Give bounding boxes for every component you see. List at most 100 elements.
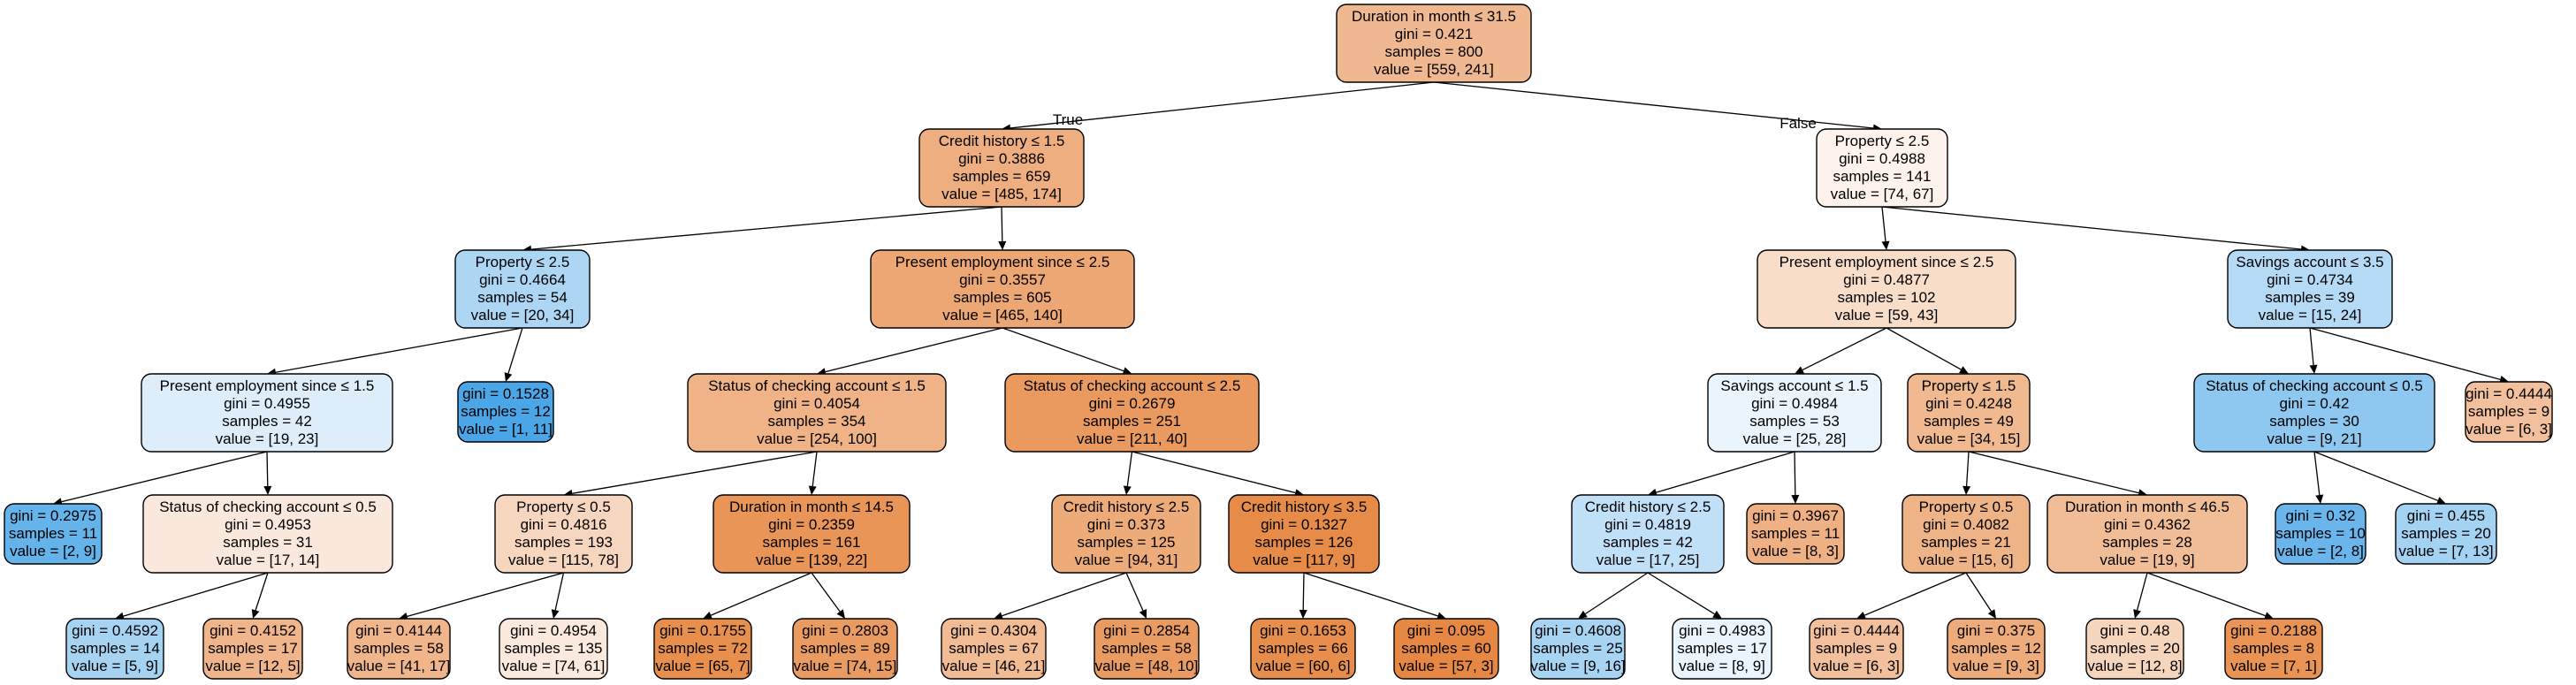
node-text-line: value = [60, 6] bbox=[1255, 658, 1350, 674]
edge-label-false: False bbox=[1780, 115, 1817, 132]
node-text-line: value = [254, 100] bbox=[757, 430, 877, 447]
node-text-line: gini = 0.4954 bbox=[510, 622, 597, 639]
edge-label-true: True bbox=[1053, 111, 1083, 128]
tree-edge bbox=[1881, 206, 2310, 254]
node-text-line: value = [34, 15] bbox=[1917, 430, 2021, 447]
node-text-line: value = [117, 9] bbox=[1253, 552, 1354, 568]
node-text-line: gini = 0.375 bbox=[1957, 622, 2035, 639]
node-text-line: samples = 31 bbox=[223, 534, 313, 551]
node-text-line: samples = 89 bbox=[800, 640, 890, 657]
node-text-line: value = [9, 16] bbox=[1530, 658, 1625, 674]
node-text-line: value = [559, 241] bbox=[1374, 61, 1494, 78]
tree-edge bbox=[1965, 572, 1996, 619]
node-text-line: gini = 0.4984 bbox=[1751, 395, 1838, 412]
node-text-line: gini = 0.48 bbox=[2100, 622, 2170, 639]
node-text-line: samples = 17 bbox=[208, 640, 298, 657]
node-text-line: gini = 0.4054 bbox=[774, 395, 860, 412]
node-text-line: gini = 0.4444 bbox=[2465, 385, 2552, 402]
node-text-line: samples = 58 bbox=[1101, 640, 1192, 657]
node-text-line: value = [2, 8] bbox=[2277, 543, 2364, 559]
node-text-line: Duration in month ≤ 14.5 bbox=[729, 499, 894, 515]
node-text-line: gini = 0.4816 bbox=[521, 516, 607, 533]
node-text-line: samples = 10 bbox=[2275, 525, 2366, 542]
node-text-line: samples = 135 bbox=[504, 640, 602, 657]
node-text-line: samples = 9 bbox=[2468, 403, 2549, 420]
node-text-line: samples = 800 bbox=[1384, 43, 1482, 60]
node-text-line: Property ≤ 2.5 bbox=[476, 254, 570, 270]
node-text-line: gini = 0.2975 bbox=[10, 507, 96, 524]
node-text-line: gini = 0.1528 bbox=[462, 385, 549, 402]
node-text-line: value = [15, 6] bbox=[1918, 552, 2013, 568]
node-text-line: gini = 0.4248 bbox=[1925, 395, 2012, 412]
node-text-line: samples = 14 bbox=[70, 640, 160, 657]
tree-edge bbox=[504, 327, 523, 382]
node-text-line: value = [1, 11] bbox=[459, 421, 553, 438]
node-text-line: Status of checking account ≤ 1.5 bbox=[708, 377, 926, 394]
node-text-line: value = [8, 3] bbox=[1752, 543, 1839, 559]
node-text-line: samples = 20 bbox=[2401, 525, 2491, 542]
node-text-line: samples = 66 bbox=[1258, 640, 1348, 657]
node-text-line: gini = 0.4819 bbox=[1604, 516, 1691, 533]
node-text-line: Property ≤ 0.5 bbox=[516, 499, 611, 515]
tree-edge bbox=[267, 327, 523, 377]
node-text-line: gini = 0.4877 bbox=[1843, 271, 1930, 288]
node-text-line: value = [41, 17] bbox=[347, 658, 451, 674]
tree-edge bbox=[1123, 451, 1133, 495]
tree-edge bbox=[994, 572, 1127, 620]
node-text-line: gini = 0.4144 bbox=[355, 622, 442, 639]
node-text-line: value = [9, 21] bbox=[2267, 430, 2361, 447]
tree-edge bbox=[1886, 327, 1969, 374]
tree-edge bbox=[1303, 572, 1446, 620]
tree-edge bbox=[522, 206, 1002, 254]
node-text-line: value = [65, 7] bbox=[655, 658, 750, 674]
node-text-line: gini = 0.2679 bbox=[1089, 395, 1176, 412]
node-text-line: samples = 21 bbox=[1921, 534, 2011, 551]
node-text-line: samples = 30 bbox=[2269, 413, 2359, 430]
node-text-line: gini = 0.1327 bbox=[1261, 516, 1347, 533]
node-text-line: gini = 0.3886 bbox=[958, 150, 1045, 167]
tree-edge bbox=[2133, 572, 2148, 619]
node-text-line: samples = 53 bbox=[1749, 413, 1840, 430]
tree-edge bbox=[1881, 206, 1890, 250]
node-text-line: samples = 28 bbox=[2102, 534, 2192, 551]
tree-edge bbox=[1647, 572, 1722, 619]
node-text-line: samples = 9 bbox=[1816, 640, 1897, 657]
node-text-line: gini = 0.421 bbox=[1395, 26, 1473, 42]
node-text-line: samples = 54 bbox=[477, 289, 568, 306]
tree-edge bbox=[1132, 451, 1304, 497]
tree-edge bbox=[1968, 451, 2147, 498]
node-text-line: value = [25, 28] bbox=[1743, 430, 1847, 447]
node-text-line: value = [17, 14] bbox=[217, 552, 320, 568]
node-text-line: samples = 17 bbox=[1677, 640, 1767, 657]
node-text-line: samples = 58 bbox=[354, 640, 444, 657]
node-text-line: samples = 39 bbox=[2265, 289, 2355, 306]
node-text-line: gini = 0.4953 bbox=[225, 516, 311, 533]
node-text-line: value = [74, 67] bbox=[1831, 186, 1934, 202]
node-text-line: gini = 0.4664 bbox=[479, 271, 566, 288]
node-text-line: gini = 0.4988 bbox=[1839, 150, 1925, 167]
node-text-line: samples = 605 bbox=[953, 289, 1051, 306]
